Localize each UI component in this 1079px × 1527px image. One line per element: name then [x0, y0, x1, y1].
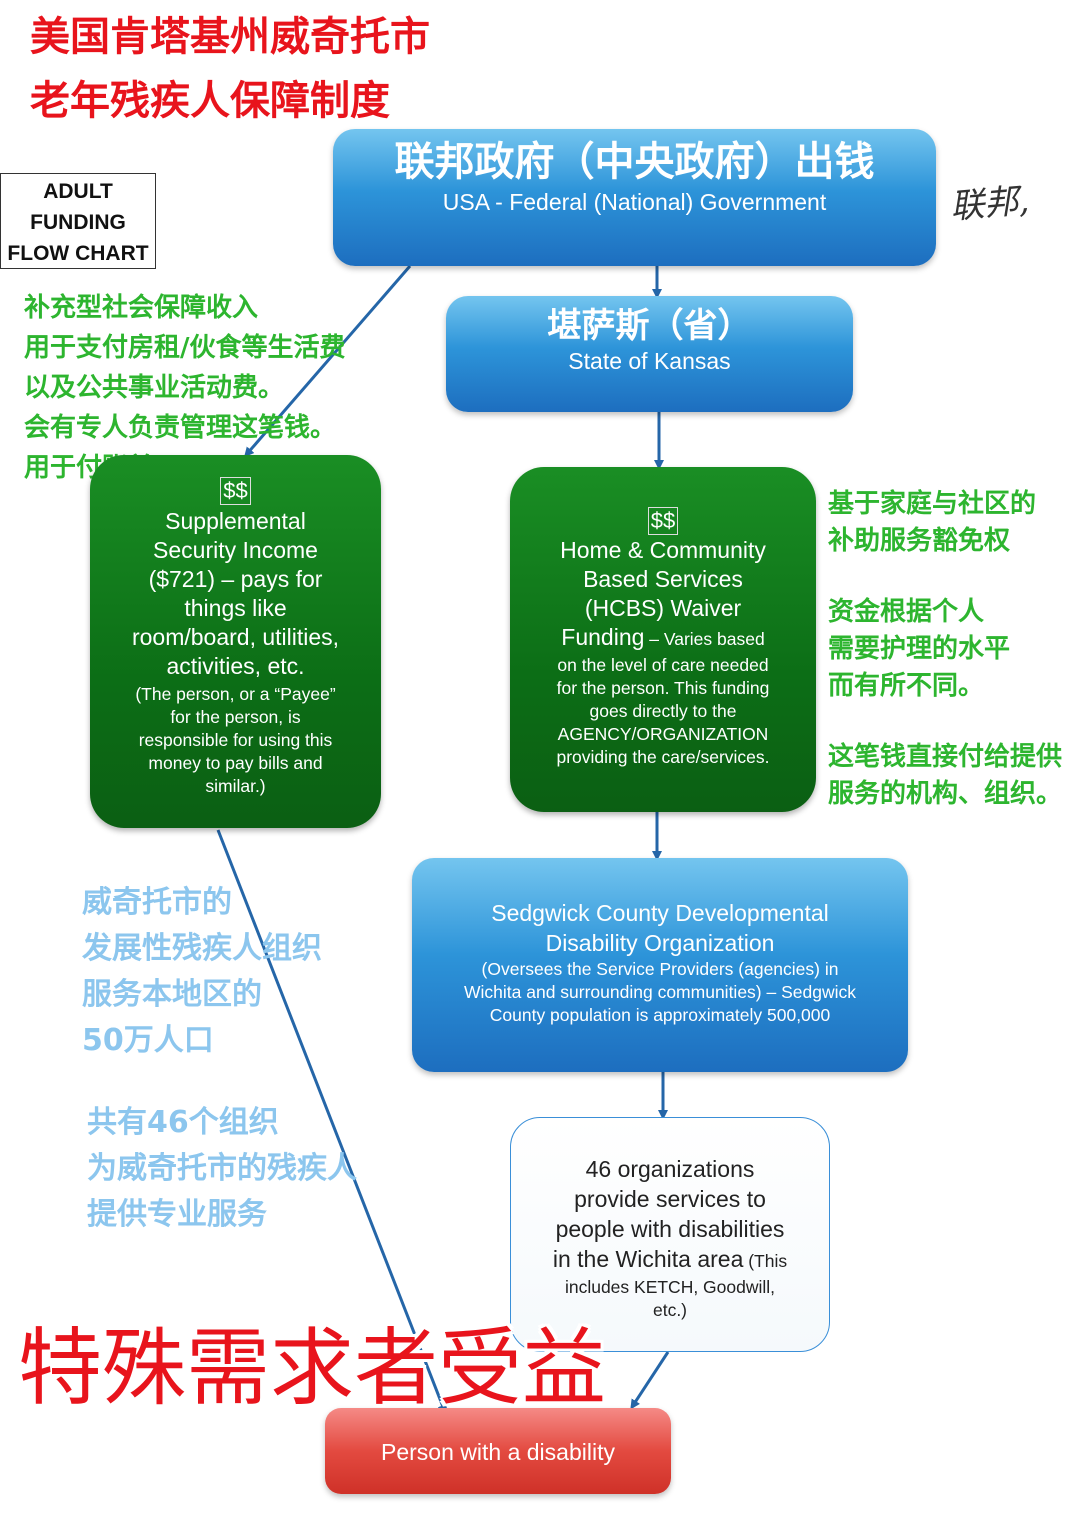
orgs-note-line: 共有46个组织: [87, 1105, 279, 1140]
hcbs-dollar-sign: $$: [647, 507, 679, 535]
beneficiary-title-cn: 特殊需求者受益: [18, 1319, 607, 1417]
flowchart-label-line-1: ADULT: [43, 180, 113, 203]
flowchart-label-box: ADULT FUNDING FLOW CHART: [0, 173, 156, 269]
sedgwick-county-box: Sedgwick County Developmental Disability…: [412, 858, 908, 1072]
orgs-small-line: includes KETCH, Goodwill,: [564, 1277, 776, 1297]
hcbs-funding-rest: – Varies based: [644, 629, 765, 649]
sedgwick-small-line: County population is approximately 500,0…: [489, 1005, 831, 1025]
hcbs-line: Based Services: [583, 566, 743, 592]
ssi-small-line: money to pay bills and: [148, 753, 323, 773]
hcbs-funding-line: Funding – Varies based: [510, 623, 816, 654]
hcbs-line: Home & Community: [560, 537, 766, 563]
hcbs-note-line: 这笔钱直接付给提供: [828, 742, 1063, 772]
sedgwick-note-line: 威奇托市的: [82, 885, 232, 920]
ssi-line: activities, etc.: [166, 653, 305, 679]
handwritten-note: 联邦,: [948, 180, 1031, 228]
arrow-orgs-to-person: [630, 1351, 670, 1410]
page-title-line-1: 美国肯塔基州威奇托市: [30, 14, 430, 60]
person-with-disability-box: Person with a disability: [325, 1408, 671, 1494]
sedgwick-small-line: (Oversees the Service Providers (agencie…: [481, 959, 839, 979]
ssi-line: Supplemental: [165, 508, 306, 534]
orgs-line-4: in the Wichita area (This: [511, 1244, 829, 1276]
hcbs-note-line: 服务的机构、组织。: [828, 779, 1063, 809]
hcbs-note-line: 需要护理的水平: [828, 634, 1011, 664]
state-title-cn: 堪萨斯（省）: [547, 306, 752, 346]
hcbs-note-line: 资金根据个人: [828, 597, 985, 627]
hcbs-box: $$ Home & Community Based Services (HCBS…: [510, 467, 816, 812]
ssi-small-line: responsible for using this: [138, 730, 333, 750]
sedgwick-title-line: Sedgwick County Developmental: [491, 900, 829, 926]
hcbs-note-line: 补助服务豁免权: [828, 526, 1011, 556]
ssi-note-line: 补充型社会保障收入: [24, 293, 259, 323]
sedgwick-note-line: 服务本地区的: [82, 977, 262, 1012]
federal-government-title-en: USA - Federal (National) Government: [442, 189, 827, 215]
hcbs-small-line: on the level of care needed: [557, 655, 769, 675]
hcbs-note-line: 而有所不同。: [828, 671, 985, 701]
orgs-note-line: 提供专业服务: [87, 1197, 267, 1232]
orgs-line: provide services to: [574, 1186, 766, 1212]
ssi-dollar-sign: $$: [220, 477, 251, 505]
ssi-note-line: 会有专人负责管理这笔钱。: [24, 413, 337, 443]
orgs-note-cn: 共有46个组织 为威奇托市的残疾人 提供专业服务: [87, 1100, 357, 1238]
hcbs-line: (HCBS) Waiver: [584, 595, 742, 621]
ssi-note-line: 用于支付房租/伙食等生活费: [24, 333, 346, 363]
orgs-line-4-main: in the Wichita area: [552, 1246, 744, 1272]
ssi-note-line: 以及公共事业活动费。: [24, 373, 285, 403]
ssi-line: room/board, utilities,: [131, 624, 340, 650]
hcbs-funding-word: Funding: [561, 624, 645, 650]
ssi-line: things like: [184, 595, 287, 621]
sedgwick-title-line: Disability Organization: [545, 930, 775, 956]
flowchart-label-line-2: FUNDING: [30, 211, 126, 234]
hcbs-small-line: for the person. This funding: [556, 678, 770, 698]
orgs-line: 46 organizations: [585, 1156, 755, 1182]
page-title: 美国肯塔基州威奇托市 老年残疾人保障制度: [30, 12, 430, 126]
hcbs-small-line: goes directly to the: [589, 701, 737, 721]
ssi-box: $$ Supplemental Security Income ($721) –…: [90, 455, 381, 828]
page-title-line-2: 老年残疾人保障制度: [30, 78, 390, 124]
sedgwick-note-line: 发展性残疾人组织: [82, 931, 322, 966]
hcbs-note-cn: 基于家庭与社区的 补助服务豁免权 资金根据个人 需要护理的水平 而有所不同。 这…: [828, 486, 1062, 813]
state-of-kansas-box: 堪萨斯（省） State of Kansas: [446, 296, 853, 412]
person-label: Person with a disability: [381, 1439, 615, 1465]
orgs-line: people with disabilities: [555, 1216, 785, 1242]
orgs-line-4-small: (This: [743, 1251, 788, 1271]
ssi-small-line: similar.): [205, 776, 266, 796]
ssi-small-line: (The person, or a “Payee”: [135, 684, 336, 704]
sedgwick-small-line: Wichita and surrounding communities) – S…: [464, 982, 856, 1002]
arrow-ssi-to-person: [216, 829, 448, 1415]
arrow-federal-to-ssi: [244, 265, 412, 458]
hcbs-note-line: 基于家庭与社区的: [828, 489, 1037, 519]
ssi-line: Security Income: [153, 537, 318, 563]
orgs-small-line: etc.): [652, 1300, 688, 1320]
hcbs-small-line: AGENCY/ORGANIZATION: [557, 724, 769, 744]
hcbs-small-line: providing the care/services.: [556, 747, 770, 767]
sedgwick-note-cn: 威奇托市的 发展性残疾人组织 服务本地区的 50万人口: [82, 880, 322, 1064]
state-title-en: State of Kansas: [568, 348, 731, 374]
sedgwick-note-line: 50万人口: [82, 1023, 214, 1058]
ssi-line: ($721) – pays for: [148, 566, 323, 592]
organizations-box: 46 organizations provide services to peo…: [510, 1117, 830, 1352]
ssi-small-line: for the person, is: [170, 707, 301, 727]
flowchart-label-line-3: FLOW CHART: [7, 242, 149, 265]
orgs-note-line: 为威奇托市的残疾人: [87, 1151, 357, 1186]
federal-government-box: 联邦政府（中央政府）出钱 USA - Federal (National) Go…: [333, 129, 936, 266]
federal-government-title-cn: 联邦政府（中央政府）出钱: [394, 139, 875, 185]
